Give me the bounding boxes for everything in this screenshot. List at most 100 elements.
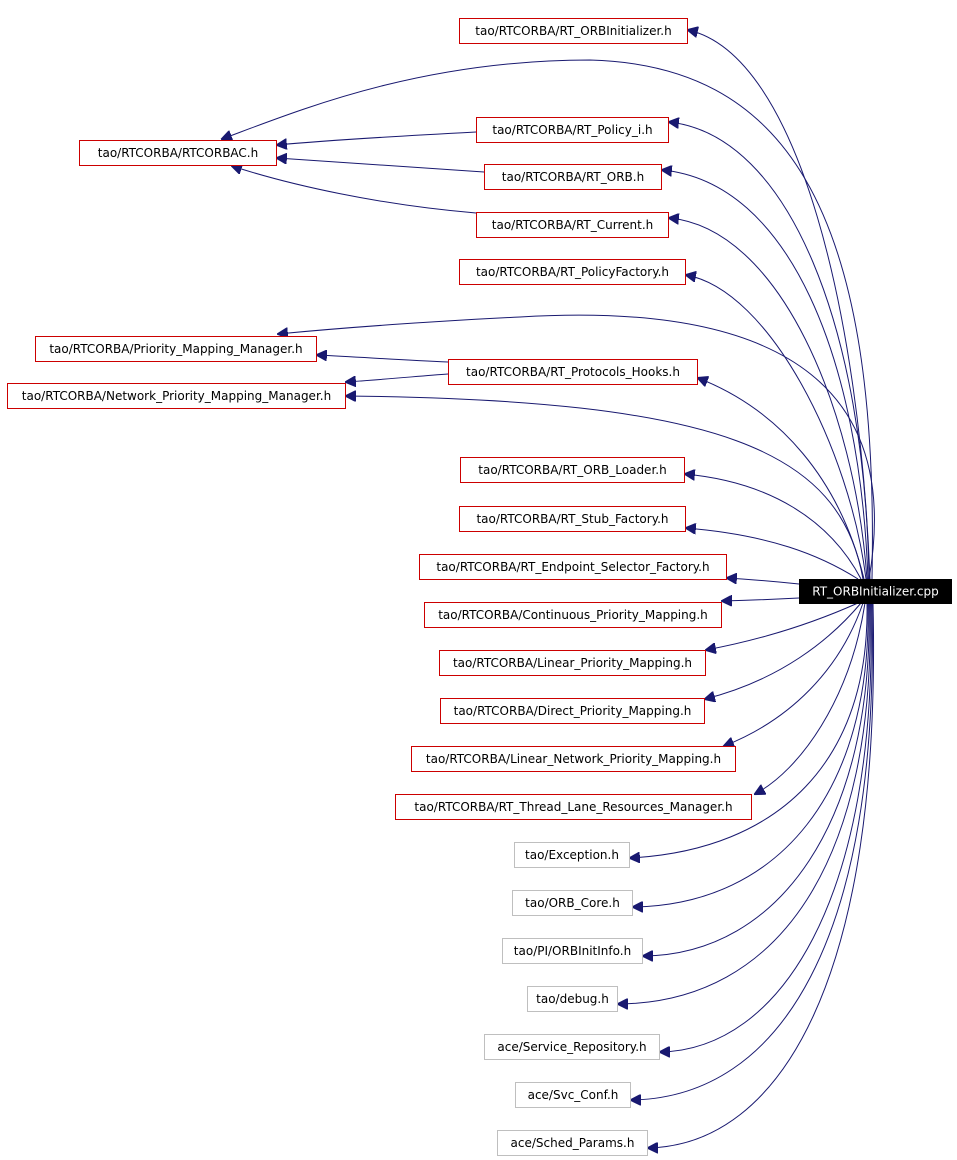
node-box <box>459 259 686 285</box>
edge-root-to-network_priority_mapping_manager_h <box>346 396 864 580</box>
node-box <box>527 986 618 1012</box>
node-rt-current-h[interactable]: tao/RTCORBA/RT_Current.h <box>476 212 669 238</box>
node-rt-orb-h[interactable]: tao/RTCORBA/RT_ORB.h <box>484 164 662 190</box>
node-box <box>459 506 686 532</box>
node-box <box>484 1034 660 1060</box>
node-rtcorbac-h[interactable]: tao/RTCORBA/RTCORBAC.h <box>79 140 277 166</box>
node-box <box>448 359 698 385</box>
node-label: RT_ORBInitializer.cpp <box>812 585 939 599</box>
node-rt-endpoint-selector-factory-h[interactable]: tao/RTCORBA/RT_Endpoint_Selector_Factory… <box>419 554 727 580</box>
node-box <box>411 746 736 772</box>
edge-root-to-rt_current_h <box>669 218 868 580</box>
node-rt-policy-i-h[interactable]: tao/RTCORBA/RT_Policy_i.h <box>476 117 669 143</box>
node-exception-h[interactable]: tao/Exception.h <box>514 842 630 868</box>
node-linear-priority-mapping-h[interactable]: tao/RTCORBA/Linear_Priority_Mapping.h <box>439 650 706 676</box>
node-box <box>79 140 277 166</box>
node-box <box>484 164 662 190</box>
edge-root-to-rt_thread_lane_resources_manager_h <box>755 602 866 794</box>
node-label: tao/RTCORBA/Linear_Network_Priority_Mapp… <box>426 752 721 766</box>
node-label: tao/RTCORBA/RT_Policy_i.h <box>492 123 652 137</box>
node-box <box>502 938 643 964</box>
edge-root-to-continuous_priority_mapping_h <box>722 598 800 601</box>
node-debug-h[interactable]: tao/debug.h <box>527 986 618 1012</box>
node-box <box>476 212 669 238</box>
node-label: tao/RTCORBA/Linear_Priority_Mapping.h <box>453 656 692 670</box>
node-rt-policyfactory-h[interactable]: tao/RTCORBA/RT_PolicyFactory.h <box>459 259 686 285</box>
root-node: RT_ORBInitializer.cpp <box>799 579 952 604</box>
edge-root-to-orb_core_h <box>633 602 869 907</box>
edge-root-to-priority_mapping_manager_h <box>278 314 875 580</box>
node-box <box>515 1082 631 1108</box>
node-rt-thread-lane-resources-manager-h[interactable]: tao/RTCORBA/RT_Thread_Lane_Resources_Man… <box>395 794 752 820</box>
node-label: tao/RTCORBA/RT_Stub_Factory.h <box>476 512 668 526</box>
edge-rt_orb_h-to-rtcorbac_h <box>277 158 485 173</box>
node-box <box>7 383 346 409</box>
node-label: tao/RTCORBA/RT_Endpoint_Selector_Factory… <box>436 560 709 574</box>
node-rt-orbinitializer-h[interactable]: tao/RTCORBA/RT_ORBInitializer.h <box>459 18 688 44</box>
node-label: tao/RTCORBA/Direct_Priority_Mapping.h <box>454 704 692 718</box>
edge-root-to-rt_orb_loader_h <box>685 474 862 580</box>
node-box <box>419 554 727 580</box>
node-label: tao/RTCORBA/RT_Thread_Lane_Resources_Man… <box>414 800 732 814</box>
edge-root-to-linear_network_priority_mapping_h <box>724 602 864 746</box>
node-rt-stub-factory-h[interactable]: tao/RTCORBA/RT_Stub_Factory.h <box>459 506 686 532</box>
node-label: tao/Exception.h <box>525 848 619 862</box>
node-box <box>799 579 952 604</box>
node-service-repository-h[interactable]: ace/Service_Repository.h <box>484 1034 660 1060</box>
node-direct-priority-mapping-h[interactable]: tao/RTCORBA/Direct_Priority_Mapping.h <box>440 698 705 724</box>
node-label: tao/PI/ORBInitInfo.h <box>514 944 631 958</box>
edge-root-to-service_repository_h <box>660 602 872 1052</box>
node-label: ace/Service_Repository.h <box>497 1040 646 1054</box>
node-orbinitinfo-h[interactable]: tao/PI/ORBInitInfo.h <box>502 938 643 964</box>
node-box <box>395 794 752 820</box>
node-network-priority-mapping-manager-h[interactable]: tao/RTCORBA/Network_Priority_Mapping_Man… <box>7 383 346 409</box>
edge-root-to-orbinitinfo_h <box>643 602 870 956</box>
edge-root-to-debug_h <box>618 602 871 1004</box>
edge-root-to-rt_orb_h <box>662 170 869 580</box>
node-rt-protocols-hooks-h[interactable]: tao/RTCORBA/RT_Protocols_Hooks.h <box>448 359 698 385</box>
node-box <box>459 18 688 44</box>
edge-root-to-rt_orbinitializer_h <box>688 30 871 580</box>
node-box <box>476 117 669 143</box>
node-box <box>440 698 705 724</box>
node-label: tao/RTCORBA/RT_ORBInitializer.h <box>475 24 671 38</box>
nodes-layer: tao/RTCORBA/RT_ORBInitializer.h tao/RTCOR… <box>7 18 952 1156</box>
node-label: tao/debug.h <box>536 992 609 1006</box>
node-linear-network-priority-mapping-h[interactable]: tao/RTCORBA/Linear_Network_Priority_Mapp… <box>411 746 736 772</box>
node-box <box>512 890 633 916</box>
node-continuous-priority-mapping-h[interactable]: tao/RTCORBA/Continuous_Priority_Mapping.… <box>424 602 722 628</box>
node-label: tao/ORB_Core.h <box>525 896 620 910</box>
node-sched-params-h[interactable]: ace/Sched_Params.h <box>497 1130 648 1156</box>
node-label: tao/RTCORBA/RT_Current.h <box>492 218 653 232</box>
node-label: ace/Sched_Params.h <box>511 1136 635 1150</box>
node-label: tao/RTCORBA/RT_ORB.h <box>502 170 644 184</box>
edges-layer <box>222 30 875 1148</box>
node-box <box>439 650 706 676</box>
node-label: tao/RTCORBA/Network_Priority_Mapping_Man… <box>22 389 331 403</box>
node-label: tao/RTCORBA/Continuous_Priority_Mapping.… <box>438 608 708 622</box>
edge-root-to-rt_protocols_hooks_h <box>698 378 865 580</box>
node-label: tao/RTCORBA/RT_ORB_Loader.h <box>478 463 666 477</box>
node-label: ace/Svc_Conf.h <box>528 1088 619 1102</box>
node-box <box>424 602 722 628</box>
node-label: tao/RTCORBA/RT_PolicyFactory.h <box>476 265 669 279</box>
node-priority-mapping-manager-h[interactable]: tao/RTCORBA/Priority_Mapping_Manager.h <box>35 336 317 362</box>
edge-root-to-exception_h <box>630 602 868 858</box>
edge-root-to-linear_priority_mapping_h <box>706 602 859 650</box>
node-label: tao/RTCORBA/RT_Protocols_Hooks.h <box>466 365 680 379</box>
edge-root-to-sched_params_h <box>648 602 875 1148</box>
edge-root-to-rt_policy_i_h <box>669 122 870 580</box>
edge-root-to-direct_priority_mapping_h <box>705 602 862 699</box>
node-svc-conf-h[interactable]: ace/Svc_Conf.h <box>515 1082 631 1108</box>
node-box <box>35 336 317 362</box>
edge-root-to-rt_policyfactory_h <box>686 275 867 580</box>
node-box <box>514 842 630 868</box>
node-rt-orb-loader-h[interactable]: tao/RTCORBA/RT_ORB_Loader.h <box>460 457 685 483</box>
edge-rt_protocols_hooks_h-to-priority_mapping_manager_h <box>317 355 449 363</box>
edge-rt_policy_i_h-to-rtcorbac_h <box>277 131 477 145</box>
node-orb-core-h[interactable]: tao/ORB_Core.h <box>512 890 633 916</box>
node-box <box>460 457 685 483</box>
edge-rt_protocols_hooks_h-to-network_priority_mapping_manager_h <box>346 373 449 382</box>
edge-root-to-svc_conf_h <box>631 602 873 1100</box>
